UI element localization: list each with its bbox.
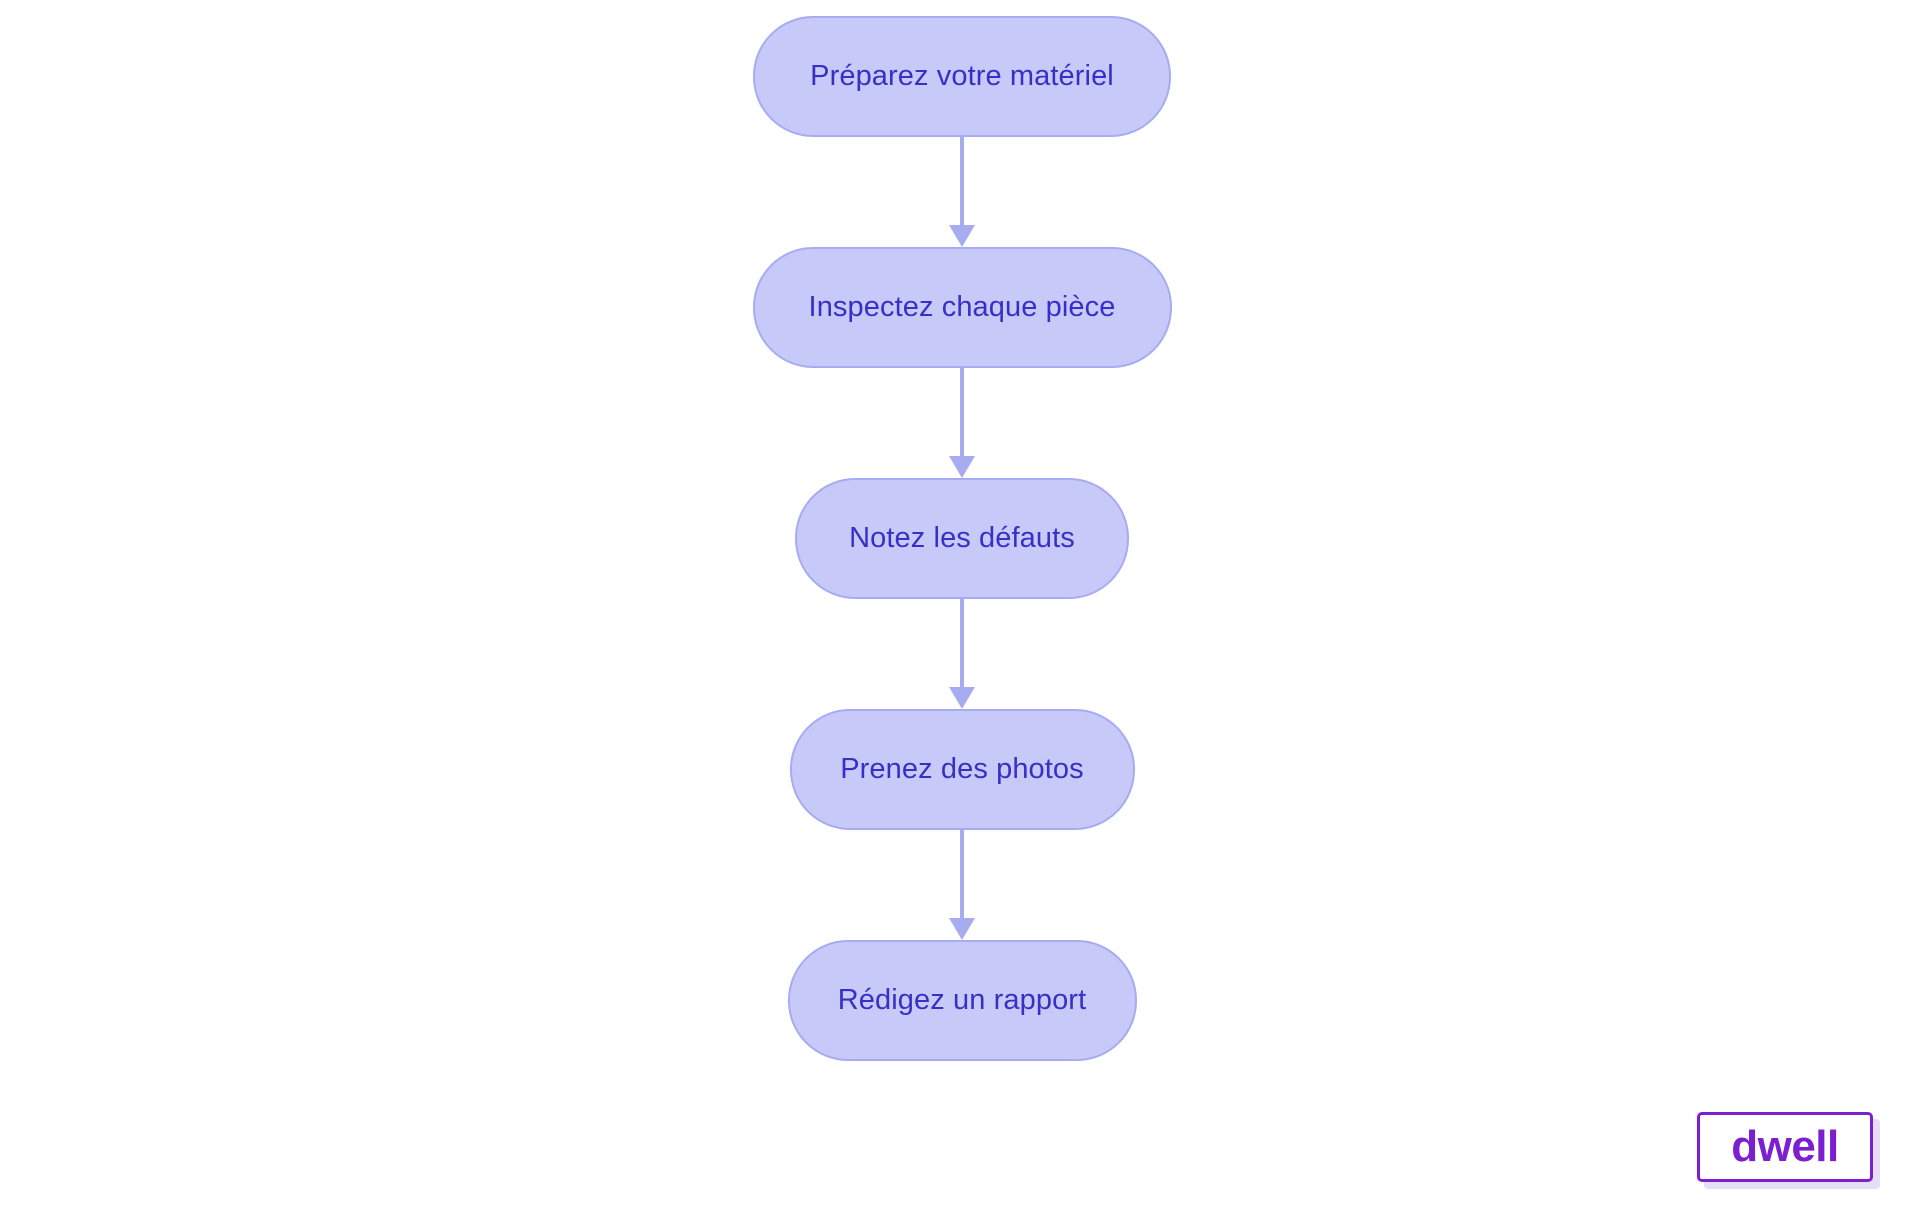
flow-node-2[interactable]: Inspectez chaque pièce [752, 247, 1172, 368]
down-arrow-icon [949, 456, 975, 478]
flow-node-3-label: Notez les défauts [849, 522, 1075, 554]
flowchart-node-column: Préparez votre matériel Inspectez chaque… [752, 0, 1172, 1061]
connector-node3-to-node4 [949, 599, 975, 709]
flow-node-5[interactable]: Rédigez un rapport [787, 940, 1137, 1061]
connector-line [960, 368, 964, 458]
down-arrow-icon [949, 687, 975, 709]
flow-node-4[interactable]: Prenez des photos [789, 709, 1135, 830]
connector-line [960, 830, 964, 920]
connector-node2-to-node3 [949, 368, 975, 478]
flow-node-3[interactable]: Notez les défauts [795, 478, 1129, 599]
flow-node-2-label: Inspectez chaque pièce [808, 291, 1116, 323]
down-arrow-icon [949, 225, 975, 247]
top-spacer [962, 0, 963, 16]
flow-node-5-label: Rédigez un rapport [837, 984, 1087, 1016]
connector-node1-to-node2 [949, 137, 975, 247]
flow-node-1-label: Préparez votre matériel [810, 60, 1114, 92]
dwell-logo: dwell [1697, 1112, 1880, 1189]
logo-wordmark: dwell [1731, 1122, 1839, 1171]
logo-box: dwell [1697, 1112, 1873, 1182]
flow-node-4-label: Prenez des photos [840, 753, 1084, 785]
connector-node4-to-node5 [949, 830, 975, 940]
down-arrow-icon [949, 918, 975, 940]
connector-line [960, 137, 964, 227]
connector-line [960, 599, 964, 689]
flow-node-1[interactable]: Préparez votre matériel [753, 16, 1171, 137]
